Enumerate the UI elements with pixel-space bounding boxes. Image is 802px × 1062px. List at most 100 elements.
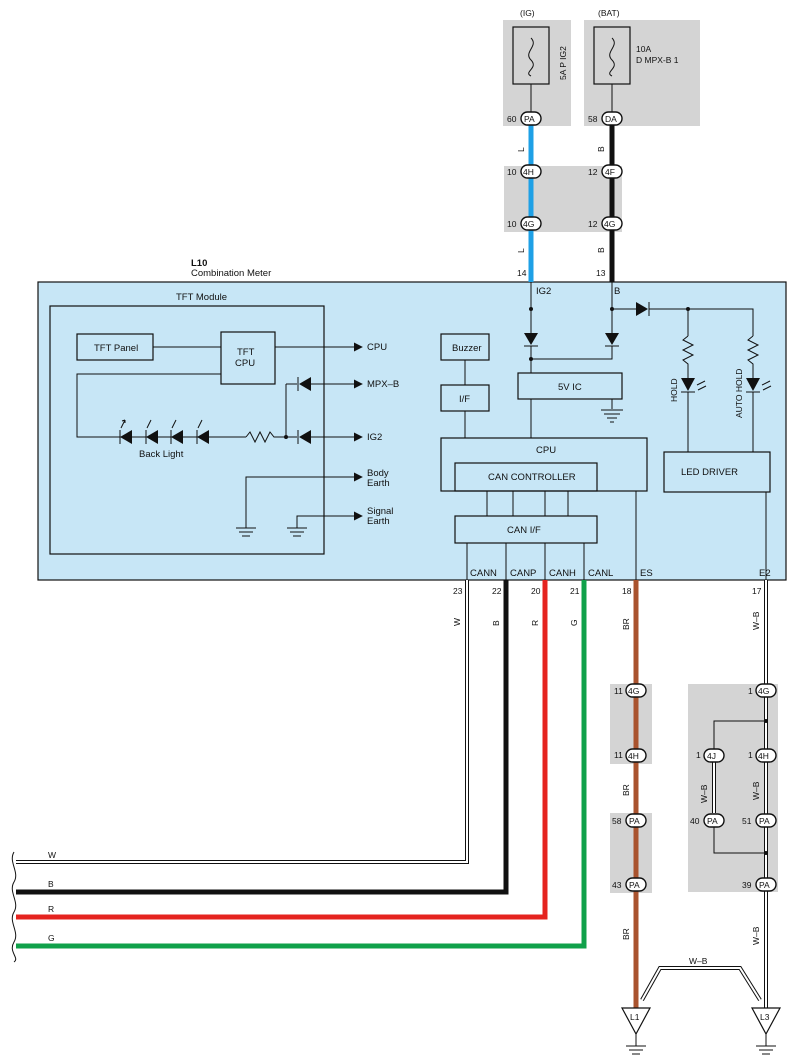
- svg-text:PA: PA: [759, 816, 770, 826]
- 5v-ic-box: [517, 372, 623, 400]
- svg-text:CANH: CANH: [549, 568, 576, 579]
- combination-meter-panel: [37, 281, 787, 581]
- svg-text:CANN: CANN: [470, 568, 497, 579]
- can-controller-box: [454, 462, 598, 492]
- wire-label-b-bottom: B: [48, 879, 54, 889]
- meter-label-ig2: IG2: [536, 286, 551, 297]
- led-driver-box: [663, 451, 771, 493]
- meter-pin-b: 13: [596, 268, 606, 278]
- svg-text:43: 43: [612, 880, 622, 890]
- wire-label-wb-3: W–B: [751, 926, 761, 945]
- wire-label-br-1: BR: [621, 618, 631, 630]
- tft-module-box: [49, 305, 325, 555]
- svg-text:51: 51: [742, 816, 752, 826]
- wire-label-wb-1: W–B: [751, 611, 761, 630]
- svg-text:58: 58: [588, 114, 598, 124]
- wire-label-wb-2: W–B: [751, 781, 761, 800]
- wire-label-br-3: BR: [621, 928, 631, 940]
- can-if-box: [454, 515, 598, 544]
- 5v-ic-label: 5V IC: [558, 382, 582, 393]
- body-earth-label-1: Body: [367, 468, 389, 479]
- wire-label-w: W: [452, 618, 462, 626]
- svg-text:22: 22: [492, 586, 502, 596]
- connector-pa-58: 58 PA: [612, 813, 647, 828]
- fuse-bat-rating-2: D MPX-B 1: [636, 55, 679, 65]
- svg-text:58: 58: [612, 816, 622, 826]
- svg-text:17: 17: [752, 586, 762, 596]
- tft-out-mpxb: MPX–B: [367, 379, 399, 390]
- wire-label-l-1: L: [516, 147, 526, 152]
- wire-label-wb-4: W–B: [699, 784, 709, 803]
- hold-label: HOLD: [669, 378, 679, 402]
- svg-text:1: 1: [748, 750, 753, 760]
- meter-bottom-labels: CANN CANP CANH CANL ES E2: [470, 568, 771, 579]
- svg-text:21: 21: [570, 586, 580, 596]
- tft-out-ig2: IG2: [367, 432, 382, 443]
- tft-cpu-label-1: TFT: [237, 347, 255, 358]
- connector-4h-1: 1 4H: [748, 748, 777, 763]
- svg-text:10: 10: [507, 167, 517, 177]
- svg-text:L3: L3: [760, 1012, 770, 1022]
- fuse-ig-group: (IG) 5A P IG2: [503, 8, 571, 126]
- tft-out-cpu: CPU: [367, 342, 387, 353]
- signal-earth-label-2: Earth: [367, 516, 390, 527]
- fuse-bat-group: (BAT) 10A D MPX-B 1: [584, 8, 700, 126]
- connector-4g-12: 12 4G: [588, 216, 623, 231]
- fuse-bat-rating-1: 10A: [636, 44, 651, 54]
- body-earth-label-2: Earth: [367, 478, 390, 489]
- svg-text:PA: PA: [629, 880, 640, 890]
- svg-text:PA: PA: [707, 816, 718, 826]
- connector-block-wb: [688, 684, 778, 892]
- svg-text:20: 20: [531, 586, 541, 596]
- connector-4f-12: 12 4F: [588, 164, 623, 179]
- svg-text:4F: 4F: [605, 167, 615, 177]
- wire-label-w-bottom: W: [48, 850, 56, 860]
- connector-da-58: 58 DA: [588, 111, 623, 126]
- diode-ig2-icon: [297, 430, 311, 444]
- can-if-label: CAN I/F: [507, 525, 541, 536]
- wire-label-b-canp: B: [491, 620, 501, 626]
- wire-label-br-2: BR: [621, 784, 631, 796]
- ground-l1: L1: [620, 1007, 652, 1055]
- svg-text:E2: E2: [759, 568, 771, 579]
- connector-pa-40: 40 PA: [690, 813, 725, 828]
- meter-bottom-pins: 23 22 20 21 18 17: [453, 586, 762, 596]
- body-earth-symbol-icon: [236, 522, 256, 537]
- connector-4g-1: 1 4G: [748, 683, 777, 698]
- wire-g-canl: [16, 580, 587, 949]
- fuse-bat-icon: [609, 37, 615, 77]
- svg-text:1: 1: [748, 686, 753, 696]
- wire-b-canp: [16, 580, 509, 895]
- wire-label-g: G: [569, 619, 579, 626]
- connector-4g-10: 10 4G: [507, 216, 542, 231]
- if-label: I/F: [459, 394, 470, 405]
- svg-text:4G: 4G: [604, 219, 615, 229]
- connector-4h-11: 11 4H: [614, 748, 647, 763]
- tft-cpu-label-2: CPU: [235, 358, 255, 369]
- fuse-bat-source: (BAT): [598, 8, 620, 18]
- connector-pa-39: 39 PA: [742, 877, 777, 892]
- tft-cpu-box: [220, 331, 276, 385]
- meter-label-b: B: [614, 286, 620, 297]
- svg-text:L1: L1: [630, 1012, 640, 1022]
- svg-text:CANL: CANL: [588, 568, 613, 579]
- resistor-icon: [245, 430, 286, 444]
- can-controller-label: CAN CONTROLLER: [488, 472, 576, 483]
- wire-label-b-2: B: [596, 247, 606, 253]
- connector-pa-60: 60 PA: [507, 111, 542, 126]
- svg-text:4G: 4G: [758, 686, 769, 696]
- meter-id: L10: [191, 258, 207, 269]
- wire-label-b-1: B: [596, 146, 606, 152]
- ic-ground-symbol-icon: [601, 409, 623, 423]
- signal-earth-symbol-icon: [287, 522, 307, 537]
- cpu-label: CPU: [536, 445, 556, 456]
- svg-text:4G: 4G: [523, 219, 534, 229]
- svg-text:4G: 4G: [628, 686, 639, 696]
- buzzer-label: Buzzer: [452, 343, 482, 354]
- resistor-hold-icon: [681, 335, 695, 378]
- auto-hold-label: AUTO HOLD: [734, 369, 744, 418]
- fuse-ig-icon: [528, 37, 534, 77]
- fuse-ig-block: [503, 20, 571, 126]
- hold-led-icon: [681, 378, 707, 393]
- backlight-label: Back Light: [139, 449, 184, 460]
